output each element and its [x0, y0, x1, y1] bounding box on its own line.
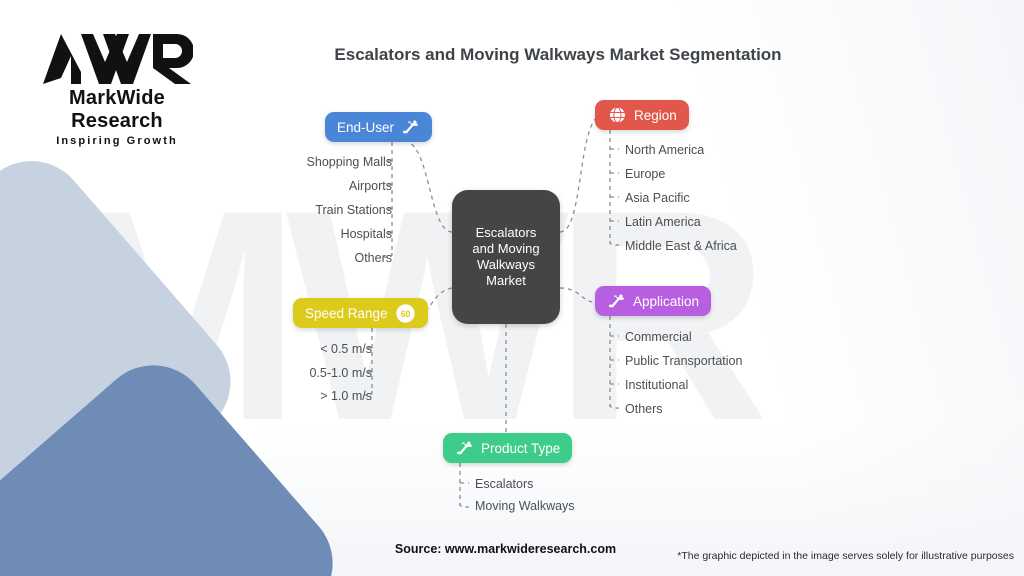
speed-limit-60-icon: 60	[395, 303, 416, 324]
page-title: Escalators and Moving Walkways Market Se…	[0, 45, 1024, 65]
branch-speed-range-label: Speed Range	[305, 305, 388, 321]
branch-application-label: Application	[633, 293, 700, 309]
mwr-logo-icon	[43, 34, 193, 84]
leaf-end-user-0: Shopping Malls	[306, 155, 392, 169]
background-gradient-bottom	[260, 426, 1024, 576]
brand-logo: MarkWide Research Inspiring Growth	[22, 32, 212, 147]
leaf-application-1: Public Transportation	[625, 354, 743, 368]
escalator-icon	[455, 439, 474, 458]
center-line-1: Escalators	[475, 225, 537, 240]
branch-region[interactable]: Region	[595, 100, 689, 130]
leaf-end-user-2: Train Stations	[315, 203, 392, 217]
disclaimer-note: *The graphic depicted in the image serve…	[677, 550, 1014, 562]
brand-tagline: Inspiring Growth	[56, 135, 178, 147]
branch-region-label: Region	[634, 107, 677, 123]
center-line-3: Walkways	[476, 257, 536, 272]
center-node-label: Escalators and Moving Walkways Market	[472, 225, 539, 289]
leaf-region-3: Latin America	[625, 215, 701, 229]
branch-application[interactable]: Application	[595, 286, 712, 316]
source-credit-text: Source: www.markwideresearch.com	[394, 542, 617, 556]
leaf-speed-range-0: < 0.5 m/s	[320, 342, 372, 356]
leaf-region-0: North America	[625, 143, 705, 157]
leaf-application-2: Institutional	[625, 378, 689, 392]
leaf-speed-range-1: 0.5-1.0 m/s	[309, 366, 372, 380]
svg-text:60: 60	[400, 309, 410, 319]
leaf-region-4: Middle East & Africa	[625, 239, 737, 253]
leaf-product-type-0: Escalators	[475, 477, 534, 491]
center-node: Escalators and Moving Walkways Market	[452, 190, 560, 324]
escalator-icon	[607, 292, 626, 311]
leaf-end-user-4: Others	[354, 251, 392, 265]
page-title-text: Escalators and Moving Walkways Market Se…	[334, 45, 782, 64]
globe-icon	[607, 105, 627, 125]
leaf-region-2: Asia Pacific	[625, 191, 690, 205]
source-credit: Source: www.markwideresearch.com	[0, 542, 1024, 556]
leaf-end-user-1: Airports	[348, 179, 392, 193]
branch-speed-range[interactable]: Speed Range 60	[293, 298, 428, 328]
leaf-speed-range-2: > 1.0 m/s	[320, 389, 372, 403]
brand-name: MarkWide Research	[69, 87, 165, 132]
escalator-icon	[401, 118, 420, 137]
center-line-4: Market	[486, 273, 526, 288]
leaf-application-0: Commercial	[625, 330, 692, 344]
center-line-2: and Moving	[472, 241, 540, 256]
branch-end-user[interactable]: End-User	[325, 112, 433, 142]
branch-product-type[interactable]: Product Type	[443, 433, 573, 463]
branch-product-type-label: Product Type	[481, 440, 561, 456]
branch-end-user-label: End-User	[337, 119, 395, 135]
leaf-region-1: Europe	[625, 167, 666, 181]
leaf-application-3: Others	[625, 402, 663, 416]
leaf-end-user-3: Hospitals	[340, 227, 392, 241]
leaf-product-type-1: Moving Walkways	[475, 499, 575, 513]
